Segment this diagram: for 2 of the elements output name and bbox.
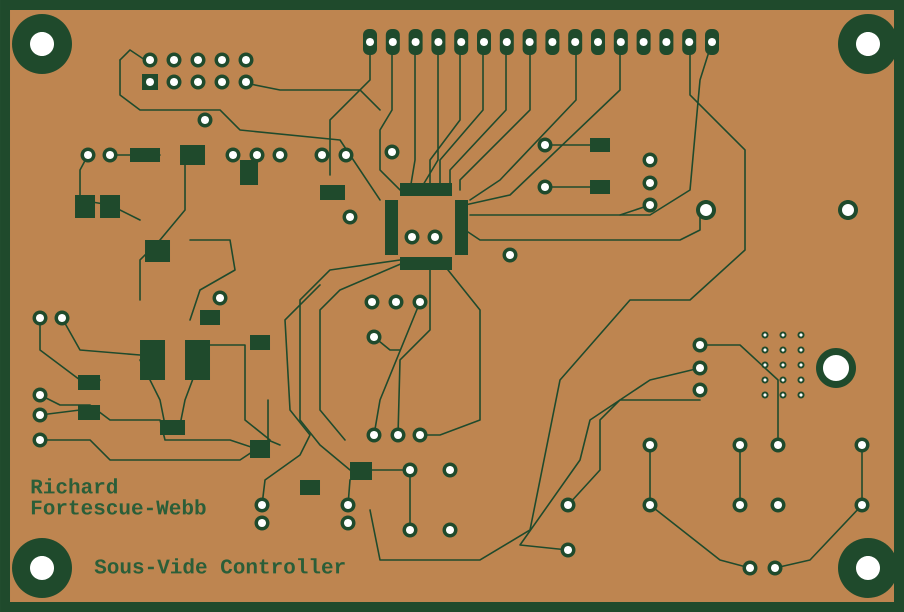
silkscreen-text: Sous-Vide Controller	[94, 558, 345, 574]
silkscreen-text: Richard Fortescue-Webb	[32, 478, 206, 515]
